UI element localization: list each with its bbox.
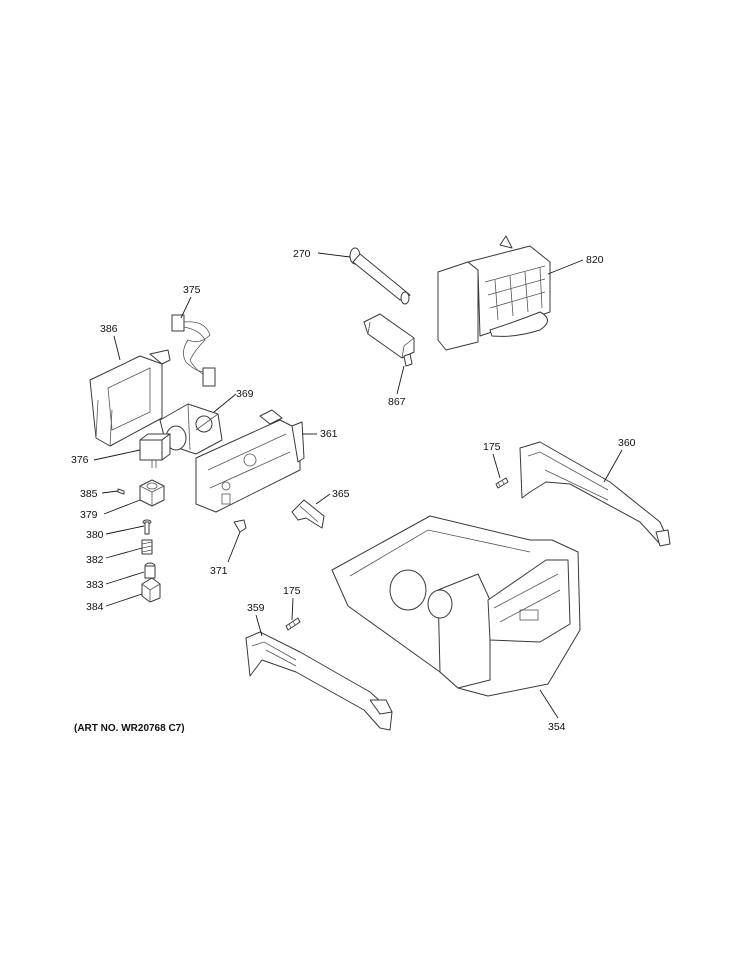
part-380-screw[interactable] [142,519,152,535]
part-270-fill-tube[interactable] [349,247,411,305]
callout-369: 369 [236,388,254,400]
part-383-plunger[interactable] [144,562,156,579]
callout-361: 361 [320,428,338,440]
part-384-bracket[interactable] [141,577,161,603]
part-371-clip[interactable] [233,519,247,533]
callout-365: 365 [332,488,350,500]
part-365-clip[interactable] [291,499,325,529]
callout-384: 384 [86,601,104,613]
callout-359: 359 [247,602,265,614]
art-number: (ART NO. WR20768 C7) [74,723,185,734]
part-386-housing[interactable] [89,349,171,447]
callout-383: 383 [86,579,104,591]
callout-360: 360 [618,437,636,449]
part-375-wire-harness[interactable] [171,314,216,387]
part-867-bracket[interactable] [363,313,415,367]
part-379-block[interactable] [139,479,165,507]
part-175-screw-lower[interactable] [285,617,301,631]
part-361-control-housing[interactable] [195,409,305,513]
part-369-motor[interactable] [159,403,223,455]
part-820-icemaker[interactable] [437,235,551,351]
callout-175-lower: 175 [283,585,301,597]
callout-386: 386 [100,323,118,335]
callout-376: 376 [71,454,89,466]
callout-270: 270 [293,248,311,260]
part-175-screw-upper[interactable] [495,477,509,489]
part-385-pin[interactable] [117,488,125,495]
part-360-rail-right[interactable] [519,441,671,547]
callout-371: 371 [210,565,228,577]
part-376-solenoid[interactable] [139,433,171,468]
part-354-ice-bucket[interactable] [331,515,581,697]
callout-379: 379 [80,509,98,521]
callout-380: 380 [86,529,104,541]
callout-385: 385 [80,488,98,500]
part-382-spring[interactable] [141,539,153,555]
callout-820: 820 [586,254,604,266]
part-359-rail-left[interactable] [245,631,393,731]
callout-175-upper: 175 [483,441,501,453]
callout-382: 382 [86,554,104,566]
callout-354: 354 [548,721,566,733]
callout-867: 867 [388,396,406,408]
callout-375: 375 [183,284,201,296]
